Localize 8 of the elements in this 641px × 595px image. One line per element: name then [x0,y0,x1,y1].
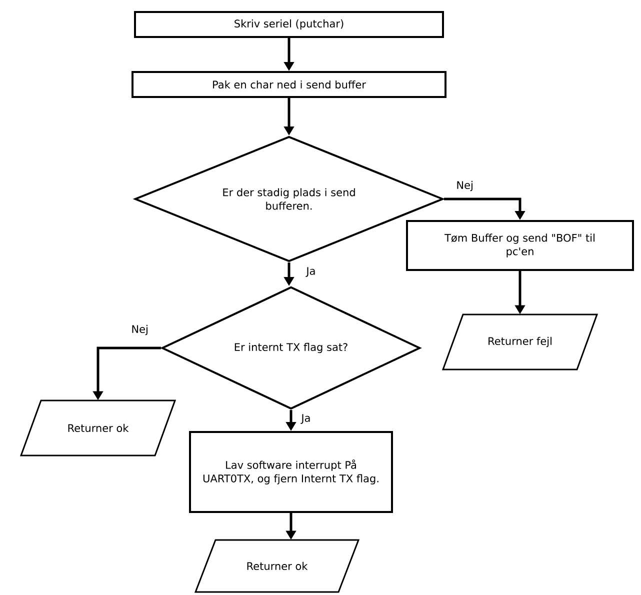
edge-label: Ja [300,413,312,425]
process-box: Pak en char ned i send buffer [132,71,446,98]
process-box: Lav software interrupt På UART0TX, og fjern Internt TX flag. [189,430,393,513]
edge-label: Nej [130,324,150,336]
process-box: Skriv seriel (putchar) [134,11,444,38]
edge-label: Nej [455,180,474,192]
edge-label: Ja [305,266,317,278]
process-box: Tøm Buffer og send "BOF" til pc'en [406,220,634,271]
